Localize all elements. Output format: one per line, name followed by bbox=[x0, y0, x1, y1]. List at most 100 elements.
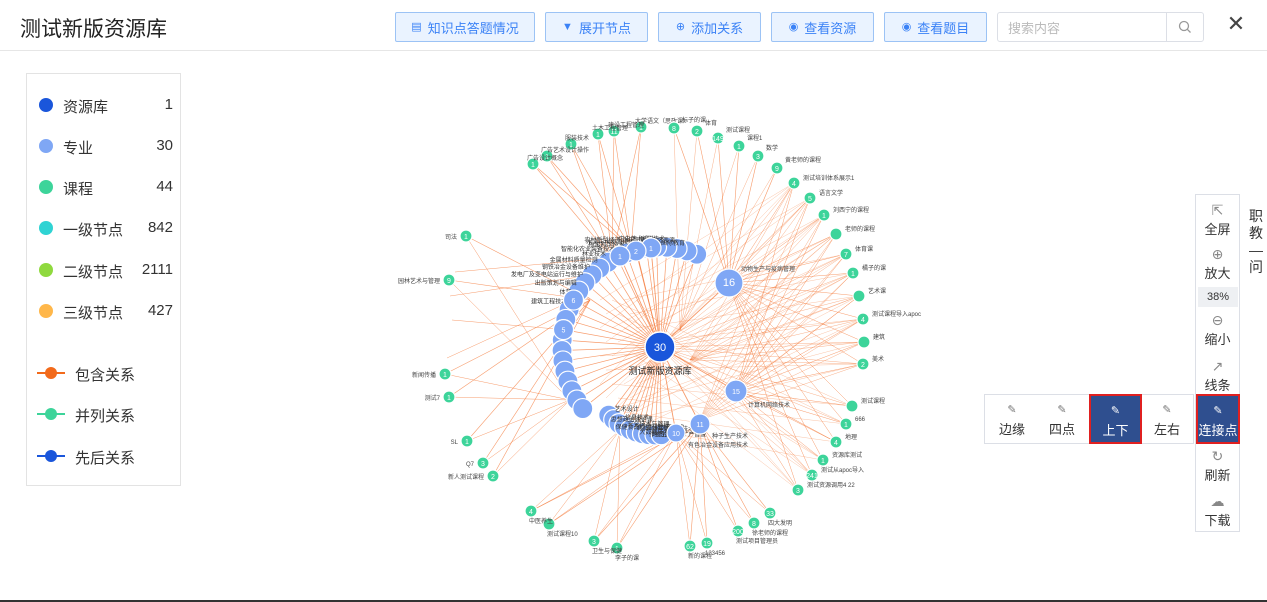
major-node[interactable] bbox=[572, 397, 594, 420]
download-button[interactable]: ☁ 下载 bbox=[1196, 492, 1239, 529]
expand-node-button[interactable]: ▼ 展开节点 bbox=[545, 12, 648, 42]
legend-item-major[interactable]: 专业 30 bbox=[37, 136, 173, 157]
edge bbox=[699, 233, 837, 421]
course-node[interactable]: 1司法 bbox=[445, 229, 473, 243]
knowledge-answer-button[interactable]: ▤ 知识点答题情况 bbox=[395, 12, 535, 42]
edge bbox=[641, 318, 864, 427]
zoom-in-button[interactable]: ⊕ 放大 bbox=[1196, 245, 1239, 282]
course-node[interactable]: 艺术课 bbox=[852, 287, 886, 303]
view-resource-button[interactable]: ◉ 查看资源 bbox=[771, 12, 874, 42]
legend-item-course[interactable]: 课程 44 bbox=[37, 177, 173, 198]
link-edge-button[interactable]: ✎ 边缘 bbox=[990, 395, 1034, 443]
course-node[interactable]: 1SL bbox=[451, 434, 474, 448]
search-input[interactable] bbox=[1006, 13, 1170, 43]
legend-item-contains[interactable]: 包含关系 bbox=[37, 363, 173, 384]
course-node[interactable]: 4地理 bbox=[829, 433, 857, 449]
link-horizontal-button[interactable]: ✎ 左右 bbox=[1145, 395, 1189, 443]
edge bbox=[448, 396, 571, 401]
zoom-out-button[interactable]: ⊖ 缩小 bbox=[1196, 311, 1239, 348]
fullscreen-button[interactable]: ⇱ 全屏 bbox=[1196, 201, 1239, 238]
link-vertical-button[interactable]: ✎ 上下 bbox=[1089, 394, 1142, 444]
major-label: 广告艺术设计 bbox=[619, 235, 655, 243]
legend-item-level3[interactable]: 三级节点 427 bbox=[37, 301, 173, 322]
refresh-button[interactable]: ↻ 刷新 bbox=[1196, 447, 1239, 484]
legend-label: 专业 bbox=[63, 140, 94, 157]
major-node-small[interactable]: 5 bbox=[552, 319, 575, 341]
edge bbox=[616, 429, 621, 549]
link-four-point-button[interactable]: ✎ 四点 bbox=[1040, 395, 1084, 443]
legend-item-sequence[interactable]: 先后关系 bbox=[37, 446, 173, 467]
edge bbox=[562, 346, 661, 362]
course-node[interactable]: 2美术 bbox=[856, 355, 884, 371]
edge bbox=[659, 346, 864, 365]
line-style-button[interactable]: ↗ 线条 bbox=[1196, 357, 1239, 394]
major-node-small[interactable]: 1 bbox=[609, 245, 631, 267]
major-node-small[interactable]: 6 bbox=[562, 289, 585, 311]
legend-item-resource-lib[interactable]: 资源库 1 bbox=[37, 95, 173, 116]
search-button[interactable] bbox=[1166, 13, 1203, 41]
legend-item-level1[interactable]: 一级节点 842 bbox=[37, 218, 173, 239]
course-node[interactable]: 测试课程10 bbox=[542, 517, 578, 538]
course-node[interactable]: 3数学 bbox=[751, 144, 778, 163]
legend-item-level2[interactable]: 二级节点 2111 bbox=[37, 260, 173, 281]
connect-point-button[interactable]: ✎ 连接点 bbox=[1196, 394, 1240, 444]
close-icon[interactable]: ✕ bbox=[1226, 11, 1246, 36]
legend-item-parallel[interactable]: 并列关系 bbox=[37, 404, 173, 425]
node-label: 地理 bbox=[845, 433, 857, 441]
edge bbox=[689, 423, 701, 547]
node-value: 1 bbox=[615, 546, 619, 553]
graph-canvas[interactable] bbox=[20, 51, 1246, 600]
major-node-small[interactable]: 2 bbox=[625, 240, 647, 262]
add-relation-button[interactable]: ⊕ 添加关系 bbox=[658, 12, 761, 42]
course-node[interactable]: 建筑 bbox=[857, 333, 885, 349]
edge bbox=[571, 346, 661, 392]
course-node[interactable]: 2体育 bbox=[690, 119, 717, 138]
side-tab[interactable]: 职 教 — 问 bbox=[1249, 208, 1263, 276]
bottom-border bbox=[0, 600, 1267, 602]
view-questions-button[interactable]: ◉ 查看题目 bbox=[884, 12, 987, 42]
course-node[interactable]: 老师的课程 bbox=[829, 225, 875, 241]
edge bbox=[689, 253, 847, 361]
course-node[interactable]: 测试课程 bbox=[845, 397, 885, 413]
course-node[interactable]: 3Q7 bbox=[466, 456, 490, 470]
edge bbox=[735, 390, 799, 491]
